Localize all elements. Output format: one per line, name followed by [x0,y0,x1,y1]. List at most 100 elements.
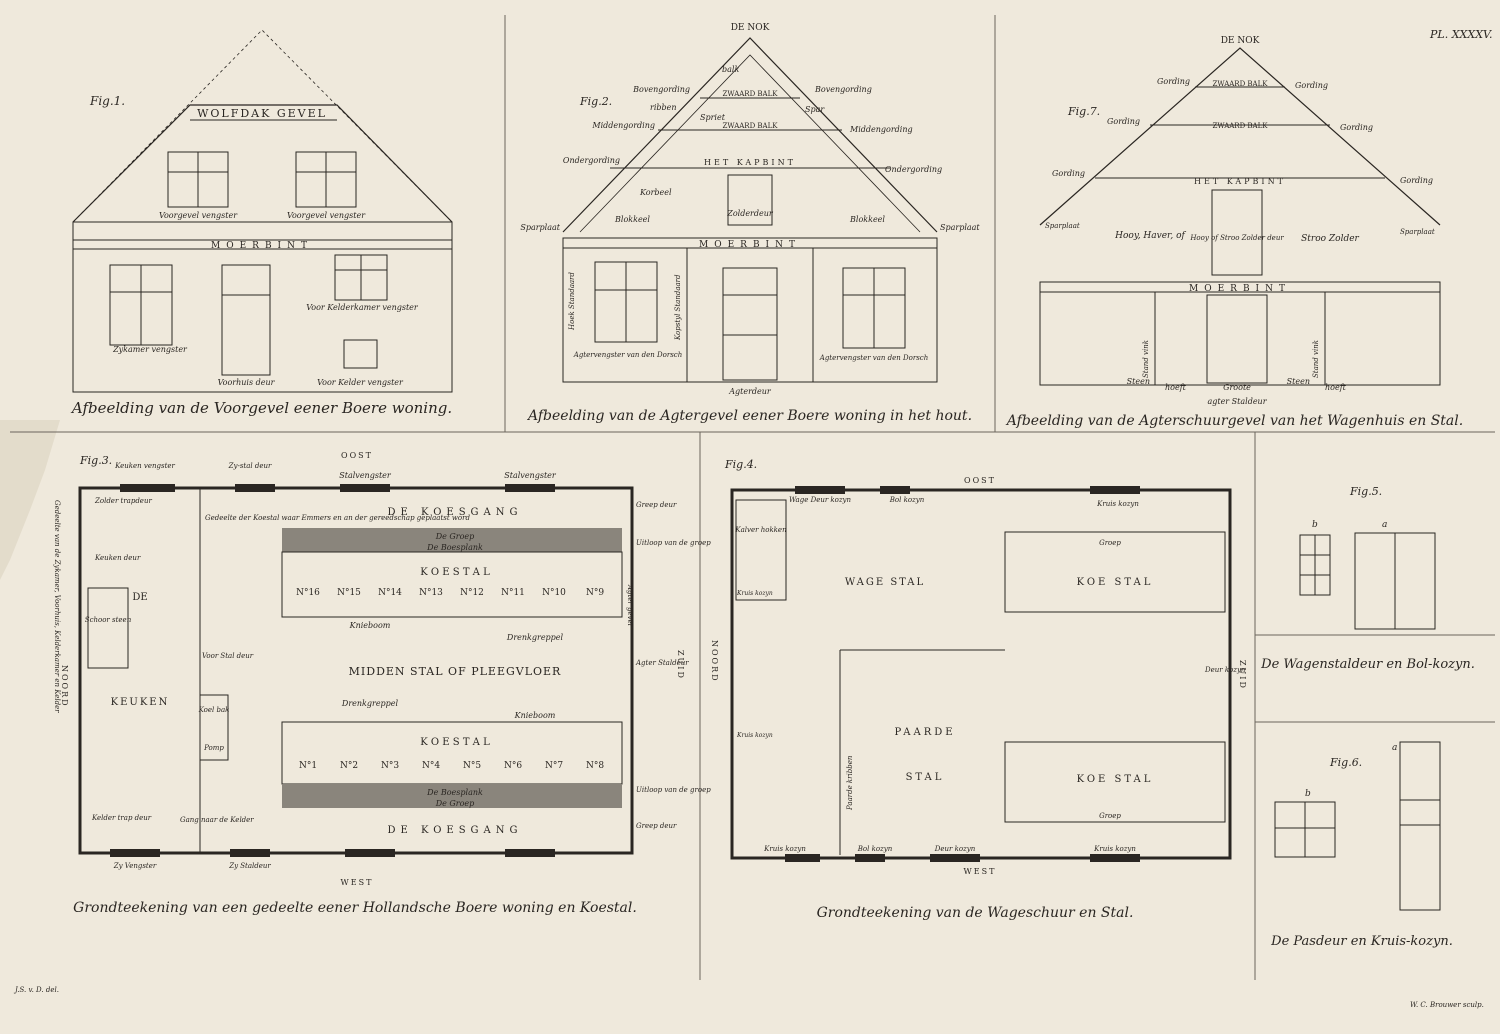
fig2-wall-plate-right: Sparplaat [940,223,980,232]
fig1-window-left-label: Voorgevel vengster [159,211,238,220]
fig2-caption: Afbeelding van de Agtergevel eener Boere… [526,408,972,424]
fig7-wall-plate-right: Sparplaat [1400,228,1435,236]
fig7-barn-rear-gable: Fig.7. DE NOK ZWAARD BALK ZWAARD BALK HE… [1005,36,1463,429]
fig3-kitchen-window: Keuken vengster [114,462,175,470]
fig3-trench-door-top: Greep deur [636,501,677,509]
fig3-middle: MIDDEN STAL OF PLEEGVLOER [349,665,562,678]
fig7-stone-right: Steen [1287,377,1310,386]
fig4-wagon-door: Wage Deur kozyn [789,496,852,504]
fig2-beam-label: MOERBINT [699,240,801,250]
fig2-wall-plate-left: Sparplaat [520,223,560,232]
fig7-hoeft-left: hoeft [1165,383,1187,392]
fig3-label: Fig.3. [79,454,112,467]
fig4-compass-south: ZUID [1238,660,1247,690]
fig5-label: Fig.5. [1349,485,1382,498]
fig2-middle-purlin-right: Middengording [849,125,913,134]
credit-left: J.S. v. D. del. [13,986,59,994]
fig3-trench-door-bottom: Greep deur [636,822,677,830]
fig3-cooling-tray: Koel bak [198,706,230,714]
fig1-caption: Afbeelding van de Voorgevel eener Boere … [70,399,452,417]
fig2-collar-middle: ZWAARD BALK [722,122,778,130]
fig7-purlin-1: Gording [1157,77,1190,86]
fig3-stall-bottom: K O E S T A L [420,737,490,748]
fig3-stall-top: K O E S T A L [420,567,490,578]
fig5-caption: De Wagenstaldeur en Bol-kozyn. [1260,657,1475,672]
fig4-trench-bottom: Groep [1099,812,1121,820]
fig3-rear-stable-door: Agter Staldeur [635,659,689,667]
fig3-side-stable-door-bottom: Zy Staldeur [228,862,271,870]
fig4-cross-frame-left-2: Kruis kozyn [736,732,773,739]
fig3-compass-north: NOORD [60,665,69,708]
fig7-hay-left: Hooy, Haver, of [1114,231,1186,241]
fig2-balk: balk [722,65,739,74]
fig4-horse-stable-1: PAARDE [894,727,955,738]
fig7-post-right: Stand vink [1312,340,1320,378]
fig6-mark-a: a [1392,743,1397,753]
fig1-window-right-label: Voorgevel vengster [287,211,366,220]
fig3-compass-west: WEST [341,878,374,887]
fig7-bottom-label: agter Staldeur [1207,397,1267,406]
fig3-attic-hatch: Zolder trapdeur [94,497,152,505]
fig3-stall-bottom-numbers: N°1 N°2 N°3 N°4 N°5 N°6 N°7 N°8 [299,761,604,771]
fig3-pump: Pomp [203,744,224,752]
fig4-horse-stable-2: STAL [906,772,945,783]
fig3-cow-passage-bottom: DE KOESGANG [388,825,523,836]
fig4-door-frame-bottom: Deur kozyn [934,845,976,853]
fig2-window-right-label: Agtervengster van den Dorsch [819,354,928,362]
fig2-door-label: Agterdeur [728,387,772,396]
fig4-wagon-stable: WAGE STAL [845,577,925,588]
fig3-trench-bottom: De Groep [435,799,475,808]
fig7-purlin-5: Gording [1052,169,1085,178]
fig2-lower-purlin-left: Ondergording [563,156,620,165]
plate-number: PL. XXXXV. [1429,28,1493,41]
fig2-collar-upper: ZWAARD BALK [722,90,778,98]
stall-number: N°13 [419,588,443,598]
fig1-room-window-label: Zykamer vengster [112,345,188,354]
fig4-cross-frame-top: Kruis kozyn [1096,500,1139,508]
fig7-collar-upper: ZWAARD BALK [1212,80,1268,88]
fig3-feed-plank-bottom: De Boesplank [426,788,483,797]
fig4-cross-frame-left-1: Kruis kozyn [736,590,773,597]
fig3-kitchen-de: DE [132,592,147,603]
fig7-ridge-label: DE NOK [1221,36,1260,46]
fig3-store-note: Gedeelte der Koestal waar Emmers en an d… [205,514,470,522]
fig3-compass-south: ZUID [676,650,685,680]
stall-number: N°12 [460,588,484,598]
fig2-upper-purlin-left: Bovengording [632,85,690,94]
fig3-compass-east: OOST [341,451,373,460]
fig3-stable-window-1: Stalvengster [339,471,392,480]
fig4-compass-west: WEST [964,867,997,876]
fig5-wagon-door: Fig.5. b a De Wagenstaldeur en Bol-kozyn… [1260,485,1475,672]
fig3-drain-bottom: Drenkgreppel [341,699,399,708]
fig4-compass-north: NOORD [710,640,719,683]
fig3-caption: Grondteekening van een gedeelte eener Ho… [73,900,637,916]
paper-tear [0,420,60,580]
fig6-mark-b: b [1305,789,1311,799]
fig1-beam-label: MOERBINT [211,241,313,251]
fig2-label: Fig.2. [579,95,612,108]
fig7-collar-middle: ZWAARD BALK [1212,122,1268,130]
fig3-chimney: Schoor steen [85,616,132,624]
stall-number: N°10 [542,588,566,598]
fig7-big-door: Groote [1223,383,1251,392]
stall-number: N°9 [586,588,604,598]
fig3-cellar-passage: Gang naar de Kelder [180,816,254,824]
fig3-side-window: Zy Vengster [113,862,157,870]
fig1-cellar-window-label: Voor Kelder vengster [317,378,404,387]
stall-number: N°14 [378,588,402,598]
fig2-ribben: ribben [650,103,677,112]
fig4-wagon-barn-floorplan: Fig.4. OOST WEST NOORD ZUID Wage Deur ko… [710,458,1247,921]
fig7-purlin-4: Gording [1340,123,1373,132]
fig4-bol-frame-bottom: Bol kozyn [857,845,893,853]
fig1-door-label: Voorhuis deur [218,378,276,387]
fig1-label: Fig.1. [89,94,125,108]
fig3-drain-top: Drenkgreppel [506,633,564,642]
fig5-mark-b: b [1312,520,1318,530]
fig4-trench-top: Groep [1099,539,1121,547]
fig2-post: Kopstyl Standaard [674,274,682,341]
fig4-horse-cribs: Paarde kribben [846,755,854,811]
fig5-mark-a: a [1382,520,1387,530]
fig3-trench-top: De Groep [435,532,475,541]
stall-number: N°4 [422,761,440,771]
